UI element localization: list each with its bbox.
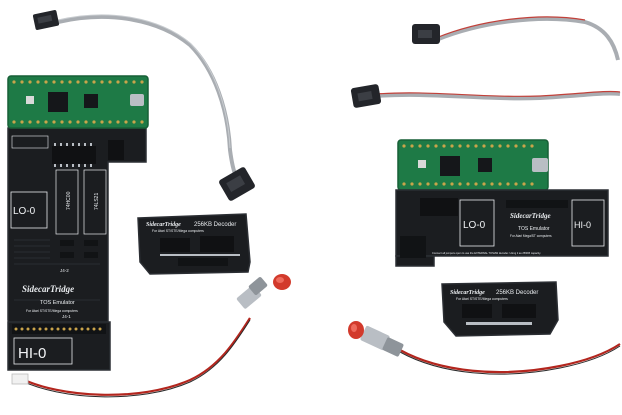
chip-label-1: 74HC00 [66, 191, 72, 210]
ribbon-connector-bottom-left [219, 167, 255, 201]
ribbon-connector-top-left [32, 10, 60, 30]
jumper-label-1: J4-2 [60, 268, 69, 273]
red-wire-left [19, 317, 251, 396]
brand-right: SidecarTridge [510, 212, 551, 220]
decoder-board-right: SidecarTridge 256KB Decoder For Atari ST… [441, 281, 559, 337]
pico-module-right [397, 139, 549, 191]
ribbon-connector-right-top [412, 24, 440, 44]
decoder-subtitle-left: For Atari ST/STE/Mega computers [152, 229, 204, 233]
push-button-left [236, 274, 291, 309]
jst-connector-left [11, 373, 29, 385]
jumper-label-2: J4-1 [62, 314, 71, 319]
hi-label-left: HI-0 [18, 345, 46, 362]
decoder-brand-right: SidecarTridge [450, 290, 485, 296]
warning-text-right: Connect all jumpers open to use the EXTE… [432, 251, 541, 255]
ribbon-connector-right-bottom [350, 84, 382, 108]
lo-label-left: LO-0 [13, 206, 36, 217]
emulator-subtitle-right: For Atari Mega/ST computers [510, 234, 552, 238]
lo-label-right: LO-0 [463, 220, 486, 231]
decoder-subtitle-right: For Atari ST/STE/Mega computers [456, 297, 508, 301]
decoder-brand-left: SidecarTridge [146, 222, 181, 228]
red-wire-right [399, 343, 621, 374]
brand-left: SidecarTridge [22, 284, 74, 294]
emulator-title-left: TOS Emulator [40, 300, 75, 306]
pico-module-left [7, 75, 149, 129]
tos-emulator-board-right: LO-0 HI-0 SidecarTridge TOS Emulator For… [395, 189, 609, 267]
ribbon-cable-right-bottom [375, 91, 621, 101]
decoder-title-left: 256KB Decoder [194, 222, 236, 228]
tos-emulator-board-left: HI-0 LO-0 74HC00 74LS21 SidecarTridge TO… [7, 127, 147, 371]
chip-label-2: 74LS21 [94, 193, 100, 210]
ribbon-cable-left [56, 15, 238, 178]
emulator-subtitle-left: For Atari ST/STE/Mega computers [26, 309, 78, 313]
ribbon-cable-right-top [435, 16, 620, 61]
decoder-board-left: SidecarTridge 256KB Decoder For Atari ST… [137, 213, 251, 275]
emulator-title-right: TOS Emulator [518, 226, 550, 232]
push-button-right [348, 321, 404, 357]
decoder-title-right: 256KB Decoder [496, 290, 538, 296]
hi-label-right: HI-0 [574, 220, 591, 230]
